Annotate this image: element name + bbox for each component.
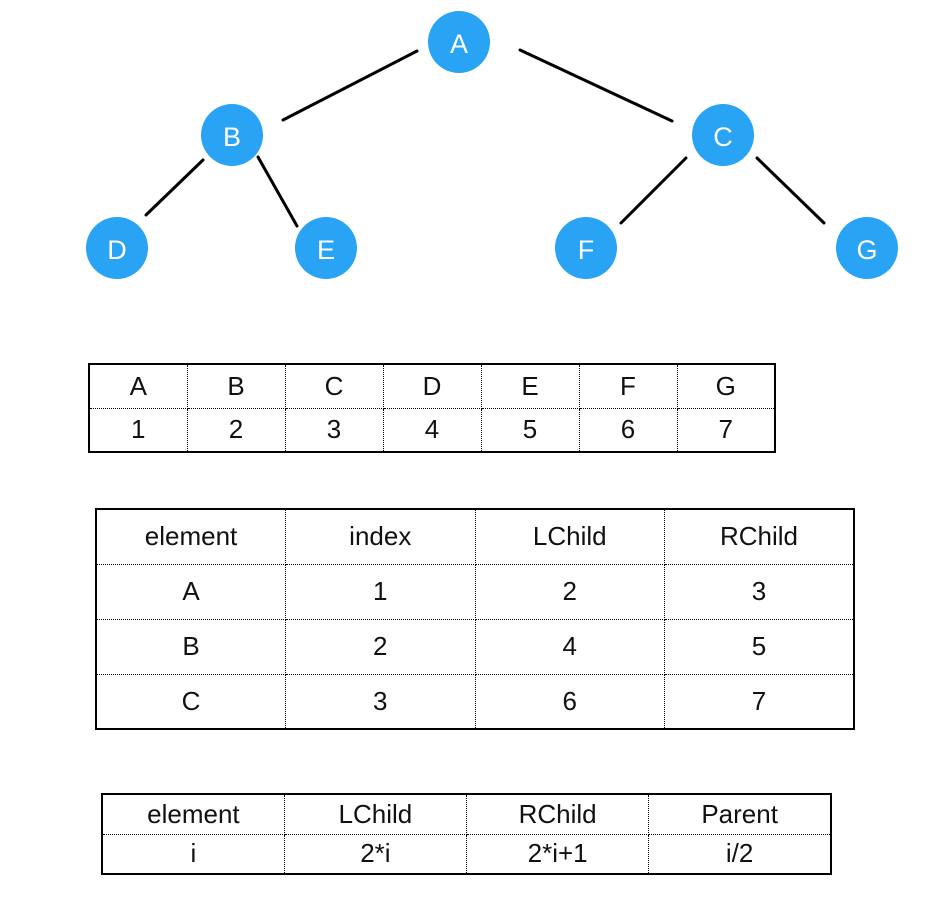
table-header-row: element index LChild RChild [95, 508, 855, 565]
header-cell: LChild [474, 508, 665, 565]
table-cell: C [95, 673, 286, 730]
table-cell: 2*i [283, 833, 468, 875]
table-cell: 3 [285, 673, 476, 730]
table-row: B 2 4 5 [95, 618, 855, 675]
tree-edge-a-c [518, 48, 674, 123]
tree-edge-a-b [281, 49, 419, 122]
tree-edge-c-f [619, 156, 688, 225]
table-header-row: element LChild RChild Parent [101, 793, 832, 835]
tree-node-e: E [295, 217, 357, 279]
tree-edge-c-g [755, 156, 826, 225]
table-cell: B [186, 363, 286, 409]
node-circle [836, 217, 898, 279]
tree-edge-b-e [256, 155, 299, 228]
table-row: C 3 6 7 [95, 673, 855, 730]
node-circle [201, 104, 263, 166]
table-row-letters: A B C D E F G [88, 363, 776, 409]
node-label: E [317, 235, 335, 265]
header-cell: element [101, 793, 285, 835]
node-circle [295, 217, 357, 279]
header-cell: element [95, 508, 286, 565]
table-cell: B [95, 618, 286, 675]
tree-node-d: D [86, 217, 148, 279]
table-cell: 2 [186, 407, 286, 453]
header-cell: Parent [648, 793, 832, 835]
table-cell: D [382, 363, 482, 409]
array-order-table: A B C D E F G 1 2 3 4 5 6 7 [88, 363, 776, 453]
table-cell: 2 [474, 563, 665, 620]
tree-edge-b-d [144, 158, 205, 217]
header-cell: RChild [664, 508, 855, 565]
table-cell: 4 [382, 407, 482, 453]
table-cell: 4 [474, 618, 665, 675]
header-cell: index [285, 508, 476, 565]
table-cell: 1 [285, 563, 476, 620]
node-label: G [856, 235, 877, 265]
node-label: C [713, 122, 733, 152]
table-cell: 3 [284, 407, 384, 453]
tree-node-b: B [201, 104, 263, 166]
node-circle [692, 104, 754, 166]
node-label: F [578, 235, 595, 265]
table-cell: 7 [664, 673, 855, 730]
table-cell: i [101, 833, 285, 875]
table-cell: A [88, 363, 188, 409]
table-row-indices: 1 2 3 4 5 6 7 [88, 407, 776, 453]
node-circle [86, 217, 148, 279]
binary-tree-diagram: A B C D E F G [86, 11, 898, 279]
index-mapping-table: element index LChild RChild A 1 2 3 B 2 … [95, 508, 855, 730]
table-cell: 7 [676, 407, 776, 453]
table-cell: i/2 [648, 833, 832, 875]
tree-node-a: A [428, 11, 490, 73]
table-cell: 5 [480, 407, 580, 453]
table-cell: 2*i+1 [465, 833, 650, 875]
table-cell: 2 [285, 618, 476, 675]
table-cell: A [95, 563, 286, 620]
table-cell: 3 [664, 563, 855, 620]
table-row: i 2*i 2*i+1 i/2 [101, 833, 832, 875]
table-cell: 6 [578, 407, 678, 453]
tree-node-f: F [555, 217, 617, 279]
node-label: A [450, 29, 468, 59]
node-circle [555, 217, 617, 279]
node-label: D [107, 235, 127, 265]
formula-table: element LChild RChild Parent i 2*i 2*i+1… [101, 793, 832, 875]
table-cell: 6 [474, 673, 665, 730]
node-circle [428, 11, 490, 73]
tree-node-c: C [692, 104, 754, 166]
table-cell: 1 [88, 407, 188, 453]
table-cell: E [480, 363, 580, 409]
table-cell: C [284, 363, 384, 409]
node-label: B [223, 122, 241, 152]
header-cell: RChild [465, 793, 650, 835]
table-row: A 1 2 3 [95, 563, 855, 620]
tree-node-g: G [836, 217, 898, 279]
table-cell: F [578, 363, 678, 409]
table-cell: G [676, 363, 776, 409]
table-cell: 5 [664, 618, 855, 675]
header-cell: LChild [283, 793, 468, 835]
